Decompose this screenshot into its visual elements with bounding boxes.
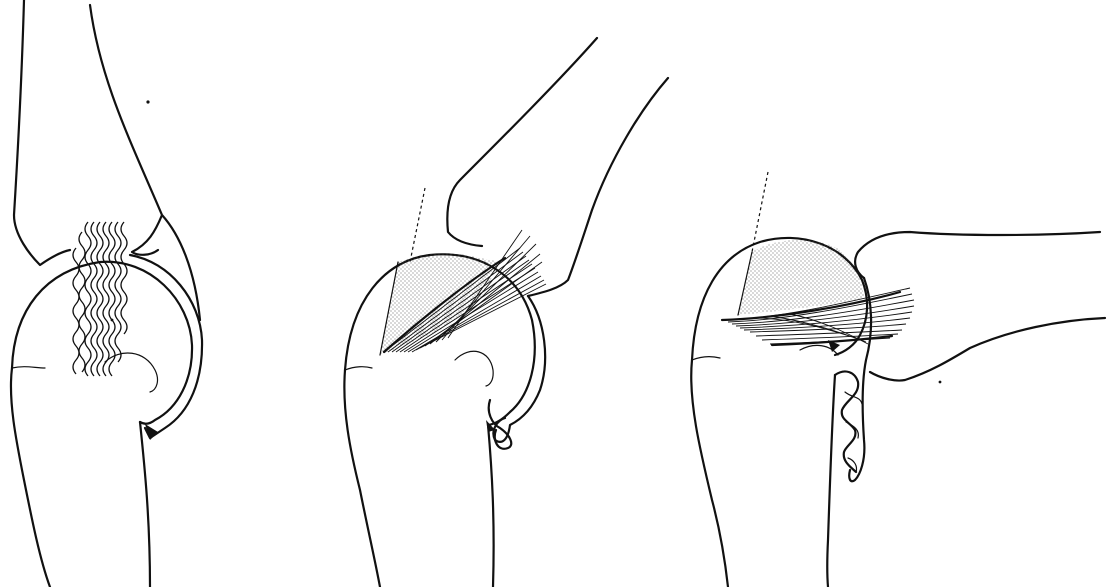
panel-1 xyxy=(11,0,202,587)
joint-capsule xyxy=(493,296,545,442)
speck xyxy=(146,100,149,103)
lower-bone-outline xyxy=(691,360,835,587)
capsule-fold xyxy=(845,392,862,472)
stippled-region xyxy=(738,240,864,315)
epiphyseal-line xyxy=(12,353,157,392)
upper-bone-outline xyxy=(447,38,668,296)
epiphyseal-line xyxy=(345,351,493,386)
upper-bone-outline xyxy=(855,232,1105,381)
bone-head xyxy=(12,262,192,424)
epiphyseal-line xyxy=(692,345,838,360)
axis-dashed-line xyxy=(410,188,425,262)
speck xyxy=(939,381,942,384)
panel-2 xyxy=(344,38,668,587)
upper-bone-outline xyxy=(14,0,200,320)
ligament-fibers-relaxed xyxy=(73,222,127,376)
lower-bone-outline xyxy=(11,368,150,587)
speck xyxy=(111,319,114,322)
lower-bone-outline xyxy=(344,370,493,587)
panel-3 xyxy=(691,172,1105,587)
